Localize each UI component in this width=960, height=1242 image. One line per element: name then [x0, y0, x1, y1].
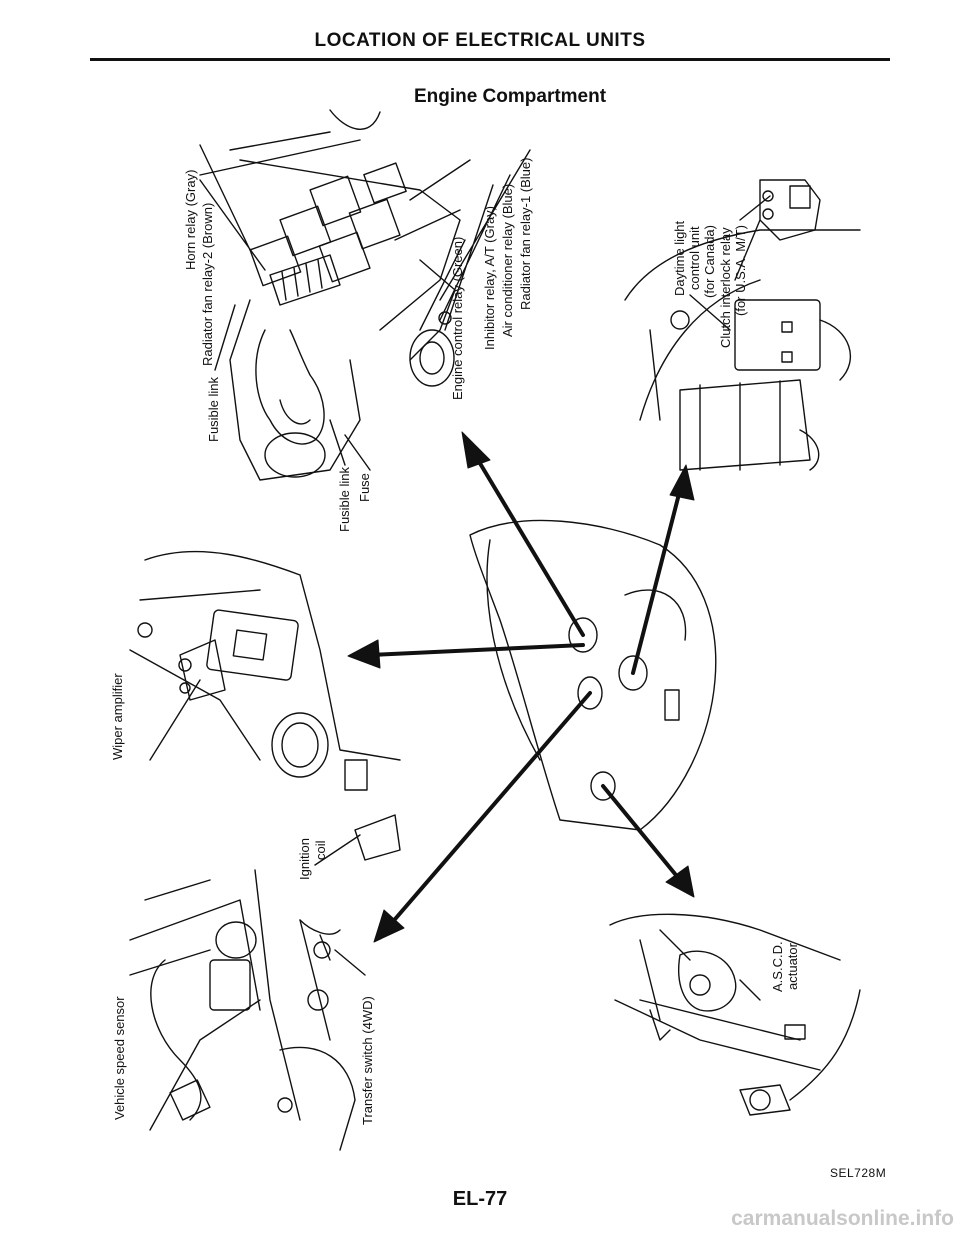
- air-conditioner-relay-label: Air conditioner relay (Blue): [500, 183, 515, 337]
- fuse-label: Fuse: [357, 473, 372, 502]
- page-subtitle: Engine Compartment: [413, 86, 607, 107]
- fusible-link-mid-label: Fusible link: [337, 466, 352, 532]
- watermark: carmanualsonline.info: [731, 1207, 954, 1230]
- transfer-switch-label: Transfer switch (4WD): [360, 996, 375, 1125]
- wiper-amplifier-label: Wiper amplifier: [110, 673, 125, 760]
- radiator-fan-relay-2-label: Radiator fan relay-2 (Brown): [200, 202, 215, 366]
- vehicle-speed-sensor-label: Vehicle speed sensor: [112, 996, 127, 1120]
- wiper-amplifier-illustration: [129, 550, 401, 866]
- ignition-coil-label-line2: coil: [313, 840, 328, 860]
- page-number: EL-77: [452, 1188, 508, 1210]
- daytime-light-label-line3: (for Canada): [702, 225, 717, 298]
- vehicle-body-illustration: [469, 519, 717, 831]
- inhibitor-relay-label: Inhibitor relay, A/T (Gray): [482, 205, 497, 350]
- fusible-link-top-label: Fusible link: [206, 376, 221, 442]
- daytime-light-label-line2: control unit: [687, 226, 702, 290]
- ascd-actuator-illustration: [609, 913, 861, 1116]
- figure-code: SEL728M: [830, 1166, 887, 1180]
- daytime-light-illustration: [624, 179, 861, 471]
- transfer-case-illustration: [129, 869, 366, 1151]
- page-title: LOCATION OF ELECTRICAL UNITS: [314, 30, 646, 51]
- ignition-coil-label-line1: Ignition: [297, 838, 312, 880]
- daytime-light-label-line1: Daytime light: [672, 220, 687, 296]
- title-rule: [90, 58, 890, 61]
- relay-box-illustration: [199, 109, 531, 481]
- ascd-actuator-label-line2: actuator: [785, 943, 800, 990]
- clutch-interlock-label-line1: Clutch interlock relay: [718, 227, 733, 348]
- clutch-interlock-label-line2: (for U.S.A. M/T): [733, 225, 748, 316]
- ascd-actuator-label-line1: A.S.C.D.: [770, 941, 785, 992]
- pointer-arrows: [347, 431, 695, 943]
- engine-control-relay-label: Engine control relay (Green): [450, 236, 465, 400]
- radiator-fan-relay-1-label: Radiator fan relay-1 (Blue): [518, 157, 533, 310]
- horn-relay-label: Horn relay (Gray): [183, 169, 198, 270]
